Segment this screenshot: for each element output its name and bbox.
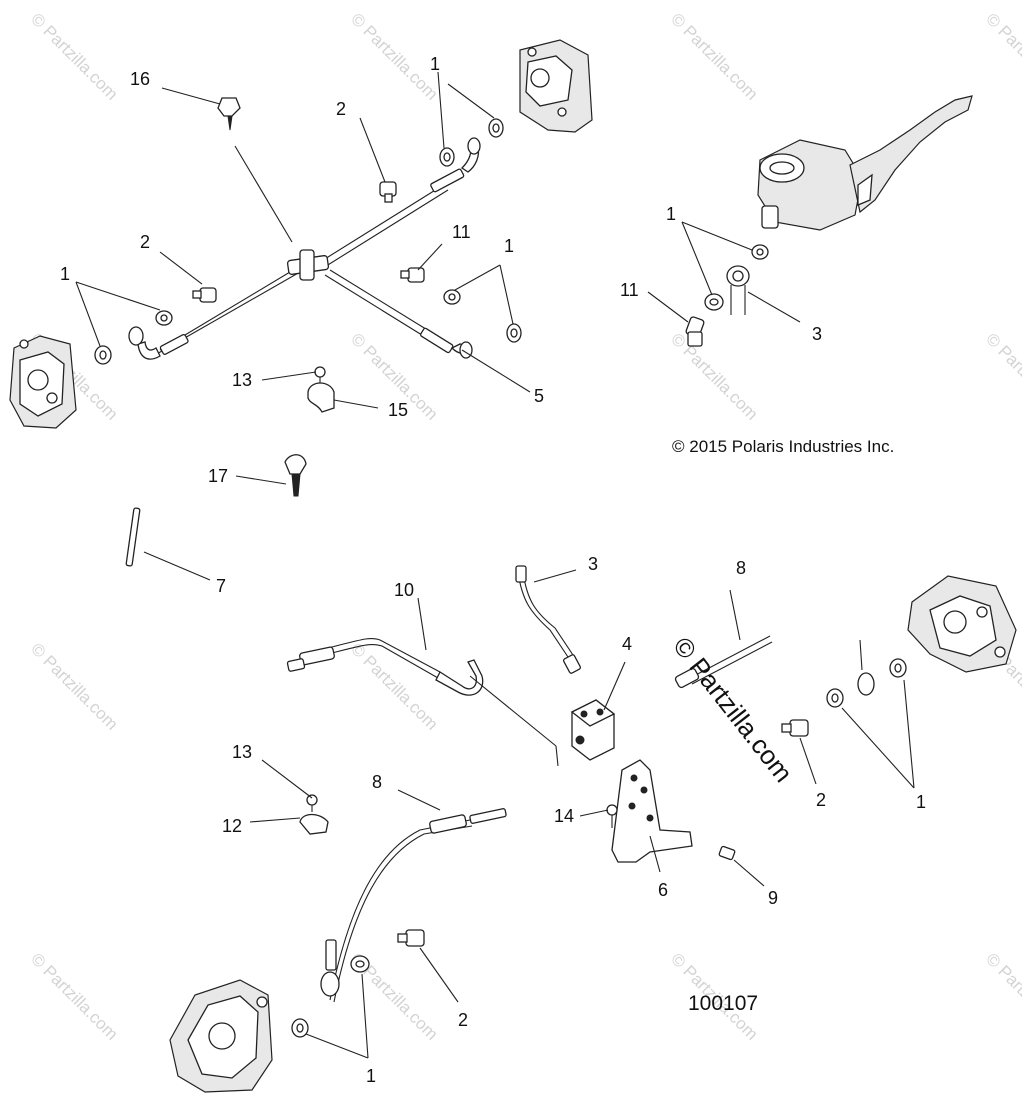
callout-2: 2 (336, 99, 346, 119)
watermark-tile: © Partzilla.com (27, 639, 121, 733)
copyright-text: © 2015 Polaris Industries Inc. (672, 437, 894, 456)
callout-2: 2 (458, 1010, 468, 1030)
diagram-number: 100107 (688, 992, 758, 1015)
callout-1: 1 (430, 54, 440, 74)
watermark-tile: © Partzilla.com (27, 949, 121, 1043)
caliper-left (9, 335, 77, 429)
callout-17: 17 (208, 466, 228, 486)
callout-14: 14 (554, 806, 574, 826)
callout-7: 7 (216, 576, 226, 596)
callout-1: 1 (666, 204, 676, 224)
master-cylinder-lever (757, 95, 973, 231)
brake-lines-top (128, 137, 481, 360)
watermark-tile: © Partzilla.com (667, 9, 761, 103)
watermark-tile: © Partzilla.com (347, 9, 441, 103)
callout-13: 13 (232, 742, 252, 762)
hardware-top (94, 97, 769, 567)
callout-6: 6 (658, 880, 668, 900)
callout-3: 3 (812, 324, 822, 344)
caliper-right (907, 575, 1017, 673)
callout-2: 2 (816, 790, 826, 810)
callout-9: 9 (768, 888, 778, 908)
callout-1: 1 (60, 264, 70, 284)
watermark-tile: © Partzilla.com (667, 329, 761, 423)
callout-8: 8 (736, 558, 746, 578)
callout-1: 1 (504, 236, 514, 256)
callout-11: 11 (620, 280, 639, 300)
callout-1: 1 (366, 1066, 376, 1086)
callout-2: 2 (140, 232, 150, 252)
partzilla-watermark: © Partzilla.com (667, 631, 799, 788)
watermark-tile: © Partzilla.com (982, 9, 1022, 103)
callout-1: 1 (916, 792, 926, 812)
callout-8: 8 (372, 772, 382, 792)
watermark-tile: © Partzilla.com (982, 949, 1022, 1043)
watermark-tile: © Partzilla.com (27, 9, 121, 103)
caliper-top-center (519, 39, 593, 133)
callout-4: 4 (622, 634, 632, 654)
callout-16: 16 (130, 69, 150, 89)
caliper-bottom (169, 979, 273, 1093)
callout-15: 15 (388, 400, 408, 420)
watermark-tile: © Partzilla.com (982, 329, 1022, 423)
callout-12: 12 (222, 816, 242, 836)
callout-10: 10 (394, 580, 414, 600)
brake-lines-bottom (286, 565, 875, 1003)
callout-3: 3 (588, 554, 598, 574)
callout-13: 13 (232, 370, 252, 390)
callout-11: 11 (452, 222, 471, 242)
callout-labels: 16 2 1 2 11 1 1 13 15 5 1 11 3 17 7 10 3… (60, 54, 926, 1086)
leaders-top (75, 71, 801, 581)
callout-5: 5 (534, 386, 544, 406)
leaders-bottom (249, 569, 915, 1059)
hardware-bottom (291, 658, 907, 1038)
